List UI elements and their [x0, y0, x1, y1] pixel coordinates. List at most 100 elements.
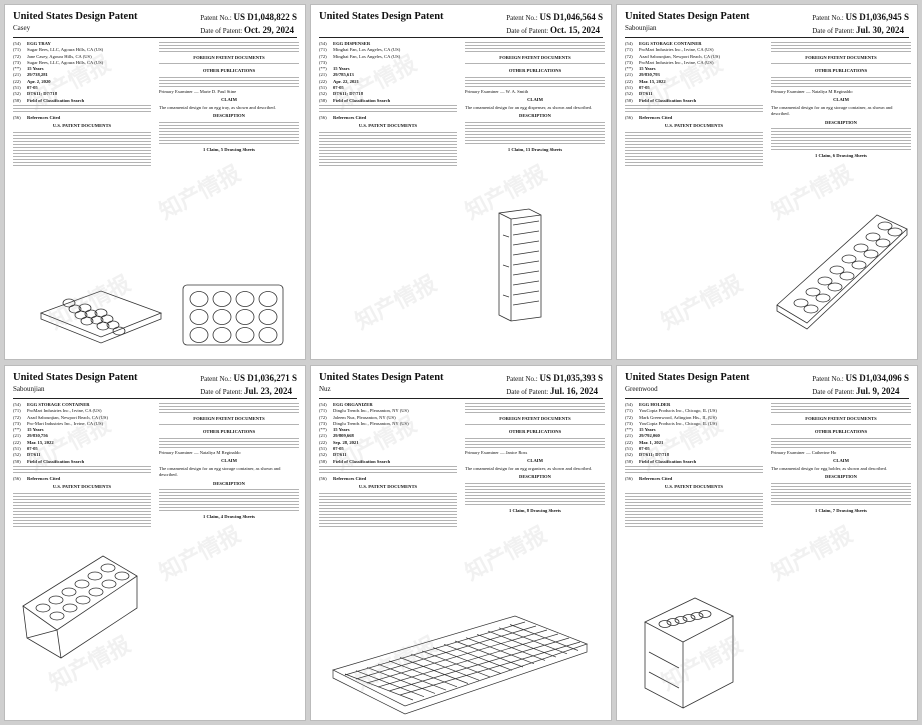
field-of-search-label: Field of Classification Search [639, 458, 697, 464]
design-title: EGG HOLDER [639, 402, 671, 407]
references-column: FOREIGN PATENT DOCUMENTS OTHER PUBLICATI… [159, 402, 299, 522]
references-column: FOREIGN PATENT DOCUMENTS OTHER PUBLICATI… [465, 402, 605, 516]
filed-date: Apr. 22, 2021 [333, 78, 359, 84]
other-pubs-heading: OTHER PUBLICATIONS [202, 429, 256, 435]
applicant: ProMart Industries Inc., Irvine, CA (US) [639, 47, 714, 53]
date-label: Date of Patent: [200, 27, 243, 35]
foreign-docs-heading: FOREIGN PATENT DOCUMENTS [499, 55, 571, 60]
references-label: References Cited [27, 114, 61, 120]
patent-page: United States Design Patent Greenwood Pa… [616, 365, 918, 721]
patent-date: Oct. 15, 2024 [549, 25, 600, 35]
assignee: Sugar Bees, LLC, Agoura Hills, CA (US) [27, 59, 104, 65]
loc-class: 07-05 [27, 446, 38, 452]
field-of-search-label: Field of Classification Search [27, 458, 85, 464]
claims-footer: 1 Claim, 5 Drawing Sheets [203, 146, 255, 152]
foreign-docs-heading: FOREIGN PATENT DOCUMENTS [193, 55, 265, 60]
watermark: 知产情报 [657, 271, 747, 335]
patent-collage: United States Design Patent Casey Patent… [4, 4, 918, 721]
patent-header: United States Design Patent Casey Patent… [13, 11, 297, 35]
claim-heading: CLAIM [833, 96, 849, 102]
claims-footer: 1 Claim, 8 Drawing Sheets [509, 507, 561, 513]
design-title: EGG STORAGE CONTAINER [27, 402, 90, 407]
claims-footer: 1 Claim, 13 Drawing Sheets [507, 146, 563, 152]
patent-date: Jul. 9, 2024 [855, 386, 900, 396]
design-title: EGG DISPENSER [333, 41, 371, 46]
term: 15 Years [333, 66, 350, 72]
header-rule [625, 398, 909, 399]
examiner: Primary Examiner — Nataliya M Reginaldo [771, 88, 853, 94]
filed-date: Mar. 15, 2022 [27, 439, 54, 445]
field-of-search-label: Field of Classification Search [639, 97, 697, 103]
patent-no-label: Patent No.: [812, 375, 844, 383]
claims-footer: 1 Claim, 4 Drawing Sheets [203, 514, 255, 520]
references-column: FOREIGN PATENT DOCUMENTS OTHER PUBLICATI… [159, 41, 299, 155]
date-label: Date of Patent: [506, 27, 549, 35]
claim-text: The ornamental design for an egg storage… [159, 466, 281, 478]
other-pubs-heading: OTHER PUBLICATIONS [814, 68, 868, 74]
watermark: 知产情报 [767, 522, 857, 586]
uspc-class: D7/611 [333, 452, 347, 458]
applicant: Minghai Fan, Los Angeles, CA (US) [333, 47, 401, 53]
assignee: Dinglu Trends Inc., Pleasanton, NY (US) [333, 420, 409, 426]
term: 15 Years [639, 427, 656, 433]
term: 15 Years [27, 427, 44, 433]
patent-no-label: Patent No.: [506, 375, 538, 383]
patent-number: US D1,034,096 S [845, 373, 909, 383]
other-pubs-heading: OTHER PUBLICATIONS [202, 68, 256, 74]
inventor-surname: Greenwood [625, 385, 658, 393]
header-rule [13, 398, 297, 399]
patent-page: United States Design Patent Casey Patent… [4, 4, 306, 360]
patent-header: United States Design Patent Greenwood Pa… [625, 372, 909, 396]
uspc-class: D7/611 [27, 452, 41, 458]
description-heading: DESCRIPTION [519, 113, 551, 119]
design-drawing [625, 592, 745, 712]
uspc-class: D7/611; D7/718 [27, 91, 57, 97]
other-pubs-heading: OTHER PUBLICATIONS [814, 429, 868, 435]
us-docs-heading: U.S. PATENT DOCUMENTS [52, 123, 112, 129]
inventor-surname: Nuz [319, 385, 331, 393]
application-number: 29/785,613 [333, 72, 354, 78]
term: 15 Years [27, 66, 44, 72]
application-number: 29/738,281 [27, 72, 48, 78]
claim-heading: CLAIM [221, 457, 237, 463]
patent-no-label: Patent No.: [506, 14, 538, 22]
us-docs-heading: U.S. PATENT DOCUMENTS [358, 123, 418, 129]
patent-page: United States Design Patent Sabounjian P… [4, 365, 306, 721]
loc-class: 07-05 [333, 446, 344, 452]
references-column: FOREIGN PATENT DOCUMENTS OTHER PUBLICATI… [771, 402, 911, 516]
term: 15 Years [639, 66, 656, 72]
date-label: Date of Patent: [812, 27, 855, 35]
watermark: 知产情报 [155, 522, 245, 586]
loc-class: 07-05 [639, 446, 650, 452]
us-docs-heading: U.S. PATENT DOCUMENTS [358, 484, 418, 490]
claim-heading: CLAIM [527, 457, 543, 463]
applicant: Dinglu Trends Inc., Pleasanton, NY (US) [333, 408, 409, 414]
references-label: References Cited [333, 114, 367, 120]
patent-date: Jul. 16, 2024 [549, 386, 598, 396]
patent-number: US D1,046,564 S [539, 12, 603, 22]
patent-type-title: United States Design Patent [13, 372, 138, 383]
patent-header: United States Design Patent Nuz Patent N… [319, 372, 603, 396]
field-of-search-label: Field of Classification Search [27, 97, 85, 103]
application-number: 29/830,756 [27, 433, 48, 439]
design-drawing [325, 610, 595, 715]
references-label: References Cited [27, 475, 61, 481]
description-heading: DESCRIPTION [213, 480, 245, 486]
assignee: ProMart Industries Inc., Irvine, CA (US) [639, 59, 714, 65]
patent-page: United States Design Patent Sabounjian P… [616, 4, 918, 360]
claims-footer: 1 Claim, 7 Drawing Sheets [815, 507, 867, 513]
patent-date: Jul. 30, 2024 [855, 25, 904, 35]
bibliographic-column: (54)EGG TRAY (71)Sugar Bees, LLC, Agoura… [13, 41, 151, 168]
us-docs-heading: U.S. PATENT DOCUMENTS [664, 123, 724, 129]
filed-date: Mar. 15, 2022 [639, 78, 666, 84]
references-label: References Cited [333, 475, 367, 481]
description-heading: DESCRIPTION [825, 474, 857, 480]
patent-number: US D1,036,945 S [845, 12, 909, 22]
watermark: 知产情报 [155, 161, 245, 225]
term: 15 Years [333, 427, 350, 433]
bibliographic-column: (54)EGG DISPENSER (71)Minghai Fan, Los A… [319, 41, 457, 168]
header-rule [319, 37, 603, 38]
patent-date: Oct. 29, 2024 [243, 25, 294, 35]
claim-heading: CLAIM [527, 96, 543, 102]
patent-no-label: Patent No.: [200, 14, 232, 22]
